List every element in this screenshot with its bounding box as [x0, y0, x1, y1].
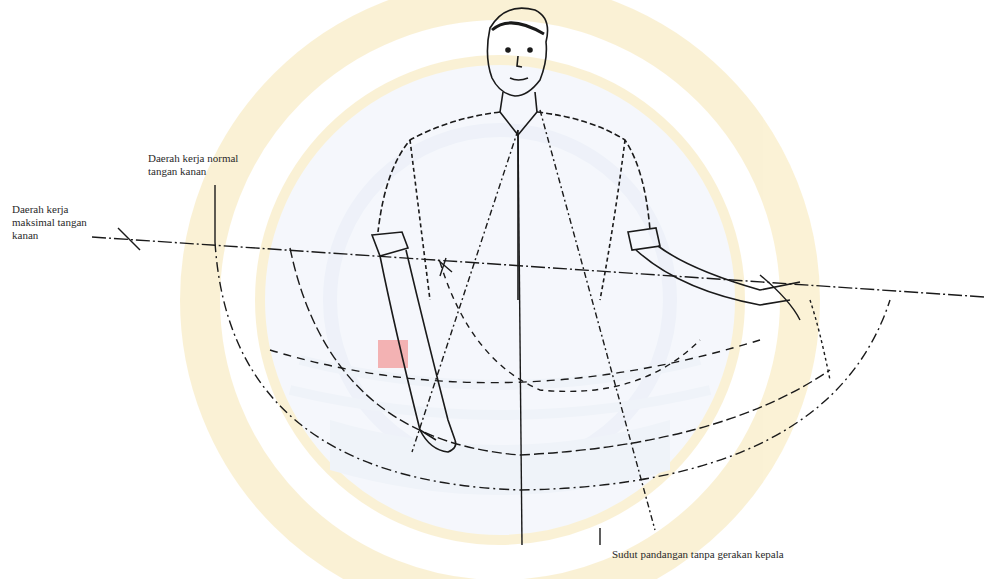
work-area-lines — [92, 110, 985, 545]
area-label: Daerah kerja normal tangan kanan — [148, 152, 258, 178]
watermark-logo — [200, 0, 800, 579]
person-figure — [372, 8, 800, 452]
area-label: Daerah kerja maksimal tangan kanan — [12, 203, 90, 242]
angle-label: Sudut pandangan tanpa gerakan kepala — [612, 548, 942, 561]
